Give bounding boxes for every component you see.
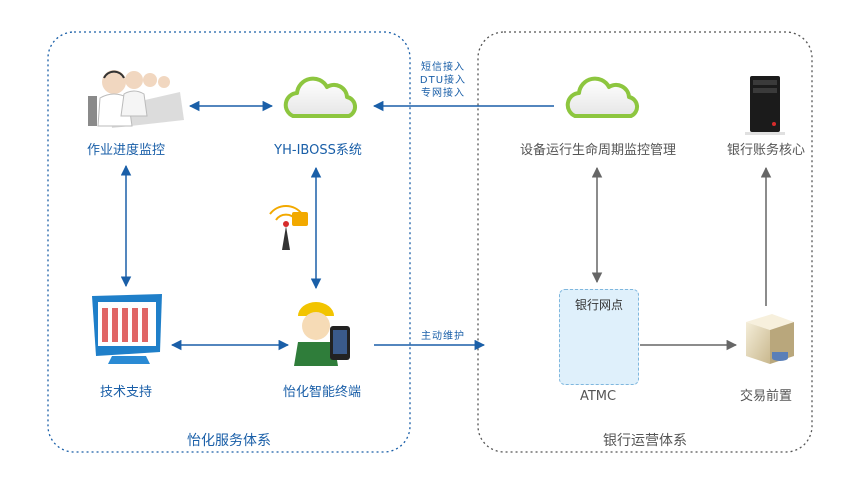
edge-label-private-net: 专网接入 — [421, 88, 465, 99]
bank-branch-title: 银行网点 — [574, 298, 623, 312]
core-server-icon — [745, 76, 785, 135]
front-server-icon — [746, 314, 794, 364]
engineer-terminal-icon — [294, 302, 350, 366]
node-atmc-label: ATMC — [579, 389, 617, 404]
node-iboss-label: YH-IBOSS系统 — [274, 143, 362, 158]
right-group-frame — [477, 31, 813, 453]
node-monitor-label: 作业进度监控 — [86, 143, 166, 158]
node-core-label: 银行账务核心 — [726, 143, 806, 158]
call-center-icon — [88, 70, 184, 128]
edge-label-dtu: DTU接入 — [419, 75, 467, 86]
cloud-icon-lifecycle — [565, 76, 640, 118]
left-group-frame — [47, 31, 411, 453]
bank-branch-box: 银行网点 — [559, 289, 639, 385]
node-lifecycle-label: 设备运行生命周期监控管理 — [519, 143, 677, 158]
right-group-title: 银行运营体系 — [603, 433, 687, 449]
cloud-icon-iboss — [283, 76, 358, 118]
node-terminal-label: 怡化智能终端 — [282, 385, 362, 400]
node-tech-label: 技术支持 — [99, 385, 153, 400]
wireless-antenna-icon — [269, 205, 308, 250]
edge-label-maintain: 主动维护 — [421, 331, 465, 342]
edge-label-sms: 短信接入 — [421, 62, 465, 73]
node-front-label: 交易前置 — [739, 389, 793, 404]
tech-support-monitor-icon — [92, 294, 162, 364]
left-group-title: 怡化服务体系 — [187, 433, 271, 449]
